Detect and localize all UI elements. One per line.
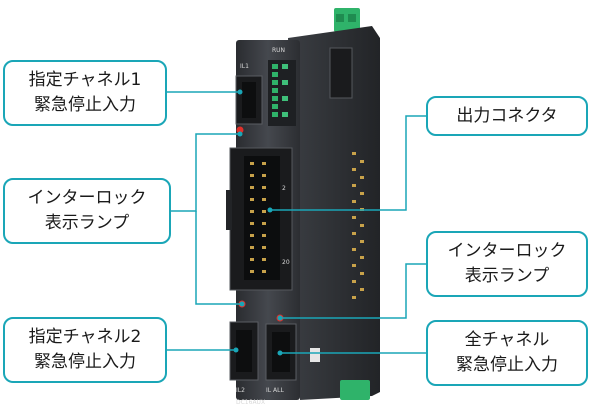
callout-all-channel-emergency-stop: 全チャネル 緊急停止入力 <box>426 320 588 386</box>
il-all-label: IL ALL <box>266 387 284 394</box>
leader-lines <box>167 91 426 354</box>
top-terminal <box>334 8 360 32</box>
led-panel <box>268 60 296 126</box>
callout-line: 指定チャネル1 <box>28 70 142 90</box>
device-side-panel <box>288 26 380 400</box>
leader-dots <box>233 89 283 356</box>
callout-ch2-emergency-stop: 指定チャネル2 緊急停止入力 <box>3 317 167 383</box>
run-label: RUN <box>272 47 285 54</box>
pin-20-label: 20 <box>282 259 290 266</box>
il1-connector <box>235 75 263 125</box>
callout-line: 表示ランプ <box>44 213 130 233</box>
il1-label: IL1 <box>240 63 249 70</box>
callout-interlock-lamp-right: インターロック 表示ランプ <box>426 231 588 297</box>
callout-ch1-emergency-stop: 指定チャネル1 緊急停止入力 <box>3 60 167 126</box>
leader-c2b <box>195 211 242 305</box>
model-label: DC16AUX <box>236 399 265 406</box>
callout-line: 緊急停止入力 <box>34 352 136 372</box>
il1-lamp <box>236 126 244 134</box>
callout-line: 表示ランプ <box>464 266 550 286</box>
pin-2-label: 2 <box>282 185 286 192</box>
callout-interlock-lamp-left: インターロック 表示ランプ <box>3 178 171 244</box>
output-connector <box>226 147 293 291</box>
bottom-terminal <box>340 380 370 400</box>
leader-c2a <box>171 133 240 212</box>
callout-line: 緊急停止入力 <box>34 95 136 115</box>
leader-c5 <box>280 263 426 319</box>
side-connector <box>329 47 353 99</box>
callout-output-connector: 出力コネクタ <box>426 96 588 136</box>
callout-line: 緊急停止入力 <box>456 355 558 375</box>
switch <box>310 348 320 362</box>
callout-line: 出力コネクタ <box>456 105 558 126</box>
callout-line: 指定チャネル2 <box>28 327 142 347</box>
il2-label: IL2 <box>236 387 245 394</box>
callout-line: インターロック <box>27 188 147 208</box>
callout-line: インターロック <box>447 241 567 261</box>
leader-c4 <box>270 115 426 211</box>
callout-line: 全チャネル <box>464 330 550 350</box>
